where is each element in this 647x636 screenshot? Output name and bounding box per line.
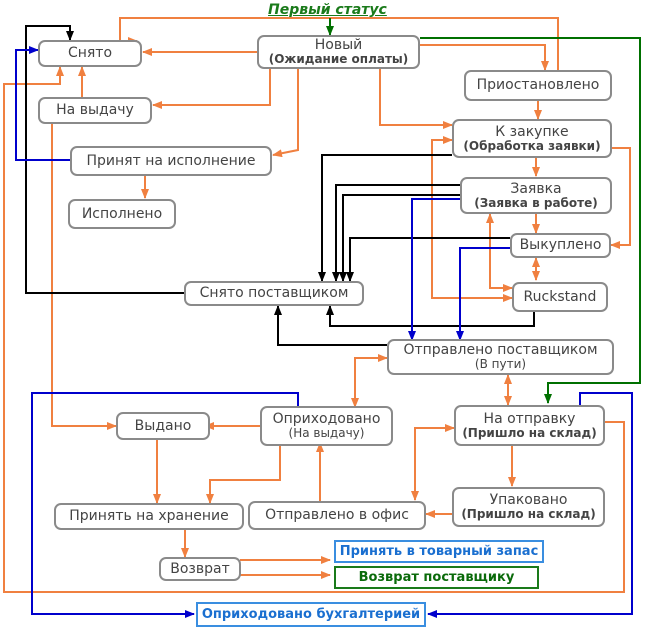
edge-naotpravku-ofis bbox=[411, 424, 455, 501]
edge-zayavka-otpravl bbox=[408, 198, 460, 341]
edge-postavshchikom-snyato bbox=[25, 25, 186, 294]
node-prinyat-na-khranenie-label: Принять на хранение bbox=[69, 508, 229, 525]
node-novyi-label: Новый bbox=[314, 37, 363, 54]
node-prinyat-na-ispolnenie: Принят на исполнение bbox=[70, 146, 272, 176]
edge-novyi-navydachu bbox=[152, 68, 271, 109]
edge-oprikh-bukh-left bbox=[31, 392, 299, 618]
node-zayavka-sublabel: (Заявка в работе) bbox=[474, 195, 598, 210]
edge-novyi-naotpravku bbox=[420, 37, 641, 404]
node-vozvrat-postavshchiku-label: Возврат поставщику bbox=[358, 570, 515, 585]
node-upakovano-label: Упаковано bbox=[489, 492, 568, 509]
node-na-vydachu-label: На выдачу bbox=[56, 102, 134, 119]
edge-novyi-prinyat bbox=[272, 68, 299, 158]
edge-oprikh-khranenie bbox=[206, 446, 281, 504]
node-otpravleno-postavshchikom-label: Отправлено поставщиком bbox=[403, 342, 598, 359]
edge-zayavka-snpost bbox=[332, 184, 460, 282]
node-k-zakupke: К закупке (Обработка заявки) bbox=[452, 119, 612, 158]
node-na-vydachu: На выдачу bbox=[38, 97, 152, 124]
node-oprikhodovano-label: Оприходовано bbox=[272, 411, 381, 428]
blue-edges bbox=[15, 46, 633, 618]
node-vozvrat-label: Возврат bbox=[170, 560, 230, 577]
node-oprikhodovano-sublabel: (На выдачу) bbox=[288, 426, 365, 441]
node-snyato: Снято bbox=[38, 40, 142, 67]
edge-kzakupke-vykupleno bbox=[610, 147, 631, 249]
edge-vykupleno-snpost bbox=[346, 237, 510, 282]
green-edges bbox=[326, 18, 641, 404]
node-snyato-postavshchikom-label: Снято поставщиком bbox=[199, 285, 349, 302]
node-zayavka: Заявка (Заявка в работе) bbox=[460, 177, 612, 214]
node-upakovano: Упаковано (Пришло на склад) bbox=[452, 487, 605, 527]
node-prinyat-v-tovarnyi-zapas-label: Принять в товарный запас bbox=[339, 544, 539, 559]
edge-otpravl-snpost bbox=[274, 305, 387, 346]
edge-novyi-kzakupke bbox=[379, 68, 453, 129]
node-na-otpravku-sublabel: (Пришло на склад) bbox=[462, 425, 597, 440]
node-prinyat-na-khranenie: Принять на хранение bbox=[54, 503, 244, 530]
node-ruckstand: Ruckstand bbox=[512, 282, 608, 312]
edge-naotpravku-snyato-outer bbox=[3, 66, 625, 593]
node-ispolneno: Исполнено bbox=[68, 199, 176, 229]
node-otpravleno-postavshchikom-sublabel: (В пути) bbox=[474, 357, 527, 372]
node-vykupleno: Выкуплено bbox=[510, 233, 611, 258]
edge-navydachu-vydano bbox=[51, 124, 117, 430]
edge-zayavka-ruckstand bbox=[486, 213, 513, 292]
node-oprikhodovano-bukhgalteriei-label: Оприходовано бухгалтерией bbox=[201, 607, 421, 622]
node-snyato-postavshchikom: Снято поставщиком bbox=[184, 281, 364, 306]
node-na-otpravku-label: На отправку bbox=[483, 410, 576, 427]
node-priostanovleno-label: Приостановлено bbox=[476, 77, 600, 94]
edge-ruckstand-snpost bbox=[326, 305, 535, 327]
edge-kzakupke-ruckstand bbox=[431, 136, 513, 302]
node-vydano-label: Выдано bbox=[134, 417, 192, 434]
node-vozvrat: Возврат bbox=[159, 557, 241, 581]
orange-edges bbox=[3, 17, 631, 593]
edge-oprikh-otpravl bbox=[351, 354, 388, 408]
node-snyato-label: Снято bbox=[67, 45, 113, 62]
node-prinyat-na-ispolnenie-label: Принят на исполнение bbox=[86, 152, 256, 169]
black-edges bbox=[25, 25, 535, 346]
node-k-zakupke-label: К закупке bbox=[495, 123, 569, 140]
node-novyi: Новый (Ожидание оплаты) bbox=[257, 35, 420, 69]
edge-zayavka-snpost-2 bbox=[339, 194, 460, 282]
node-priostanovleno: Приостановлено bbox=[464, 70, 612, 101]
node-otpravleno-v-ofis: Отправлено в офис bbox=[248, 501, 426, 530]
node-oprikhodovano-bukhgalteriei: Оприходовано бухгалтерией bbox=[196, 602, 426, 627]
node-vozvrat-postavshchiku: Возврат поставщику bbox=[334, 566, 539, 589]
node-na-otpravku: На отправку (Пришло на склад) bbox=[454, 405, 605, 446]
node-k-zakupke-sublabel: (Обработка заявки) bbox=[463, 138, 601, 153]
node-ruckstand-label: Ruckstand bbox=[523, 288, 597, 305]
edge-naotpravku-bukh-right bbox=[427, 392, 633, 618]
node-otpravleno-postavshchikom: Отправлено поставщиком (В пути) bbox=[387, 339, 614, 375]
node-vykupleno-label: Выкуплено bbox=[519, 237, 602, 254]
node-novyi-sublabel: (Ожидание оплаты) bbox=[268, 52, 409, 67]
edge-kzakupke-snpost bbox=[318, 154, 452, 282]
first-status-label: Первый статус bbox=[268, 2, 387, 18]
node-oprikhodovano: Оприходовано (На выдачу) bbox=[260, 406, 393, 446]
node-vydano: Выдано bbox=[116, 412, 210, 440]
edge-prinyat-snyato bbox=[15, 46, 70, 161]
node-prinyat-v-tovarnyi-zapas: Принять в товарный запас bbox=[334, 540, 544, 563]
node-upakovano-sublabel: (Пришло на склад) bbox=[461, 507, 596, 522]
node-otpravleno-v-ofis-label: Отправлено в офис bbox=[265, 507, 409, 524]
edge-vykupleno-otpravl bbox=[456, 247, 510, 341]
node-ispolneno-label: Исполнено bbox=[81, 205, 163, 222]
node-zayavka-label: Заявка bbox=[510, 180, 562, 197]
edge-novyi-priost bbox=[420, 44, 549, 71]
